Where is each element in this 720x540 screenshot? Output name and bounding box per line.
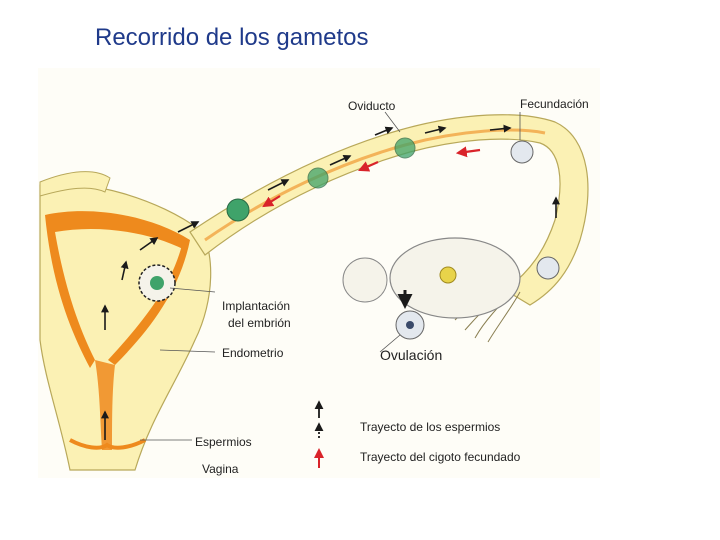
oviduct-left	[39, 171, 111, 197]
uterus	[39, 183, 212, 471]
legend-sperm-label: Trayecto de los espermios	[360, 420, 500, 434]
leader-lines	[140, 111, 521, 441]
label-implantacion-1: Implantación	[222, 299, 290, 313]
corpus-luteum	[342, 257, 388, 303]
blastocyst-implanting	[138, 264, 176, 302]
label-implantacion-2: del embrión	[228, 316, 291, 330]
morula	[226, 198, 250, 222]
zygote-4cell	[307, 167, 329, 189]
endometrium-right	[108, 240, 190, 365]
sperm-path-arrows	[101, 124, 560, 440]
slide-title: Recorrido de los gametos	[95, 24, 369, 51]
label-ovulacion: Ovulación	[380, 347, 442, 363]
endometrium	[45, 211, 190, 368]
legend: Trayecto de los espermios Trayecto del c…	[314, 400, 521, 468]
label-fecundacion: Fecundación	[520, 97, 589, 111]
label-vagina: Vagina	[202, 462, 239, 476]
zygote-path-arrows	[262, 146, 481, 208]
label-oviducto: Oviducto	[348, 99, 396, 113]
label-endometrio: Endometrio	[222, 346, 284, 360]
zygote-fertilized	[510, 140, 534, 164]
label-espermios: Espermios	[195, 435, 252, 449]
ovulated-oocyte-nucleus	[406, 321, 414, 329]
cervical-canal	[95, 360, 115, 450]
oocyte-tube	[536, 256, 560, 280]
cervix-base	[69, 438, 146, 450]
follicle	[439, 266, 457, 284]
zygote-2cell	[394, 137, 416, 159]
legend-zygote-label: Trayecto del cigoto fecundado	[360, 450, 521, 464]
